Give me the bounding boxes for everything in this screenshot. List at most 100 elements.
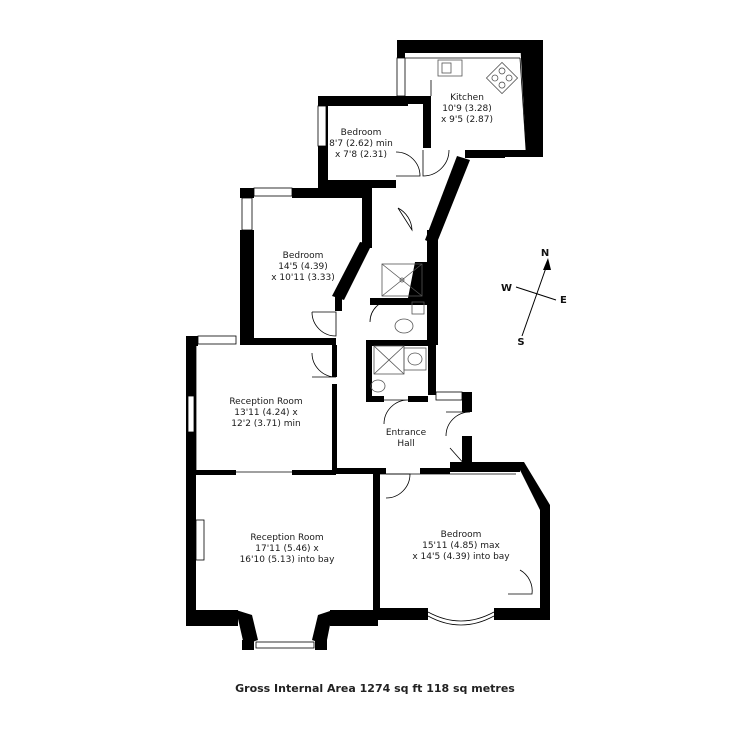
window bbox=[241, 197, 253, 231]
wall bbox=[312, 610, 333, 645]
compass-s: S bbox=[517, 337, 524, 348]
bedroom3-dim2: x 14'5 (4.39) into bay bbox=[412, 552, 510, 562]
wall bbox=[292, 470, 336, 475]
wall bbox=[397, 40, 405, 58]
reception2-dim1: 17'11 (5.46) x bbox=[255, 544, 319, 554]
bedroom3-name: Bedroom bbox=[441, 530, 482, 540]
wall bbox=[516, 462, 550, 510]
reception1-name: Reception Room bbox=[229, 397, 302, 407]
bedroom1-dim2: x 7'8 (2.31) bbox=[335, 150, 387, 160]
wall bbox=[186, 336, 198, 346]
reception2-name: Reception Room bbox=[250, 533, 323, 543]
wall bbox=[240, 188, 254, 198]
gross-internal-area: Gross Internal Area 1274 sq ft 118 sq me… bbox=[235, 682, 515, 695]
bedroom3-dim1: 15'11 (4.85) max bbox=[422, 541, 500, 551]
wall bbox=[366, 396, 384, 402]
wall bbox=[450, 462, 520, 472]
doors bbox=[311, 149, 533, 595]
bedroom2-name: Bedroom bbox=[283, 251, 324, 261]
wall bbox=[242, 640, 254, 650]
window bbox=[253, 187, 293, 197]
wall bbox=[420, 468, 450, 474]
wall bbox=[186, 336, 196, 626]
wall bbox=[335, 296, 342, 311]
basin-icon bbox=[403, 347, 427, 371]
door-swing bbox=[383, 399, 409, 425]
compass-e: E bbox=[560, 295, 567, 306]
door-swing bbox=[397, 207, 413, 232]
wall bbox=[373, 470, 380, 620]
wall bbox=[498, 40, 543, 157]
wall bbox=[366, 340, 436, 346]
wall bbox=[366, 340, 372, 400]
door-swing bbox=[385, 473, 411, 499]
wall bbox=[332, 242, 372, 300]
wall bbox=[462, 392, 472, 412]
wall bbox=[423, 96, 431, 148]
bedroom2-dim1: 14'5 (4.39) bbox=[278, 262, 328, 272]
wall bbox=[370, 262, 428, 305]
wall bbox=[186, 610, 238, 626]
bedroom1-name: Bedroom bbox=[341, 128, 382, 138]
hall-name: Entrance bbox=[386, 428, 427, 438]
window bbox=[195, 519, 205, 561]
walls bbox=[186, 40, 550, 650]
window bbox=[317, 105, 327, 147]
north-arrow-icon bbox=[543, 258, 551, 270]
door-swing bbox=[508, 569, 533, 595]
door-swing bbox=[422, 149, 450, 177]
window bbox=[396, 57, 406, 97]
hob-icon bbox=[485, 61, 519, 95]
bedroom2-dim2: x 10'11 (3.33) bbox=[271, 273, 335, 283]
wall bbox=[425, 156, 470, 245]
shower-tray-icon bbox=[381, 263, 423, 297]
compass-n: N bbox=[541, 248, 549, 259]
wall bbox=[318, 96, 408, 106]
wall bbox=[332, 384, 337, 474]
wall bbox=[397, 40, 543, 53]
wall bbox=[362, 188, 372, 248]
reception1-dim2: 12'2 (3.71) min bbox=[231, 419, 300, 429]
drain bbox=[399, 277, 405, 283]
kitchen-dim1: 10'9 (3.28) bbox=[442, 104, 492, 114]
door-swing bbox=[369, 299, 393, 323]
compass-icon: N E S W bbox=[501, 248, 567, 348]
toilet-icon bbox=[394, 318, 414, 334]
room-labels: Kitchen 10'9 (3.28) x 9'5 (2.87) Bedroom… bbox=[229, 93, 510, 565]
wall bbox=[332, 345, 337, 377]
wall bbox=[336, 468, 386, 474]
window bbox=[255, 641, 315, 649]
door-swing bbox=[395, 151, 421, 177]
bay-window bbox=[427, 611, 495, 622]
wall bbox=[186, 470, 236, 475]
window bbox=[435, 391, 463, 401]
wall bbox=[330, 610, 378, 626]
door-swing bbox=[445, 411, 471, 437]
sink-basin bbox=[441, 62, 452, 74]
bedroom1-dim1: 8'7 (2.62) min bbox=[329, 139, 393, 149]
wall bbox=[407, 96, 431, 104]
door-swing bbox=[449, 447, 467, 467]
wall bbox=[462, 436, 472, 466]
bay-window bbox=[427, 615, 495, 626]
wall bbox=[494, 608, 550, 620]
wall bbox=[428, 340, 436, 395]
wall bbox=[427, 230, 438, 345]
wall bbox=[236, 610, 258, 645]
window bbox=[187, 395, 195, 433]
wall bbox=[408, 396, 428, 402]
reception1-dim1: 13'11 (4.24) x bbox=[234, 408, 298, 418]
wall bbox=[374, 608, 428, 620]
reception2-dim2: 16'10 (5.13) into bay bbox=[240, 555, 335, 565]
wall bbox=[240, 230, 254, 345]
door-swing bbox=[311, 311, 337, 337]
wall bbox=[315, 640, 327, 650]
toilet-icon bbox=[370, 379, 386, 393]
wall bbox=[292, 188, 372, 198]
window bbox=[197, 335, 237, 345]
kitchen-name: Kitchen bbox=[450, 93, 484, 103]
wall bbox=[240, 338, 336, 345]
windows bbox=[187, 57, 495, 649]
